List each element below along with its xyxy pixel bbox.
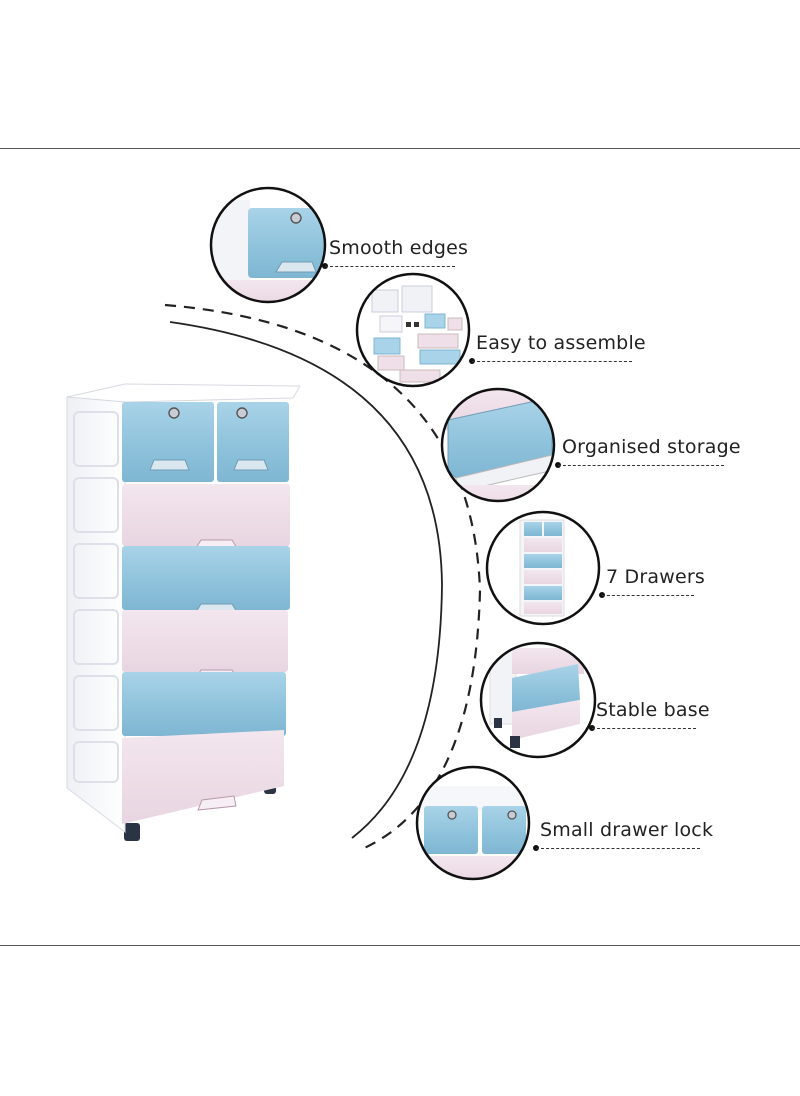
smooth-edges-thumbnail <box>209 186 327 304</box>
feature-label: Easy to assemble <box>476 332 646 354</box>
dashed-underline <box>592 728 696 729</box>
drawer-cabinet-image <box>66 383 301 841</box>
seven-drawers-thumbnail <box>485 510 601 626</box>
organised-storage-thumbnail <box>440 387 556 503</box>
feature-label: Smooth edges <box>329 237 469 259</box>
solid-arc <box>169 321 443 839</box>
dashed-underline <box>558 465 724 466</box>
feature-label: 7 Drawers <box>606 566 705 588</box>
small-drawer-lock-thumbnail <box>415 765 531 881</box>
easy-to-assemble-thumbnail <box>355 272 471 388</box>
dashed-underline <box>602 595 694 596</box>
feature-label: Organised storage <box>562 436 741 458</box>
feature-label: Stable base <box>596 699 710 721</box>
bottom-divider <box>0 945 800 946</box>
stable-base-thumbnail <box>479 641 597 759</box>
feature-label: Small drawer lock <box>540 819 714 841</box>
dashed-underline <box>325 266 455 267</box>
dashed-underline <box>472 361 632 362</box>
top-divider <box>0 148 800 149</box>
dashed-underline <box>536 848 700 849</box>
